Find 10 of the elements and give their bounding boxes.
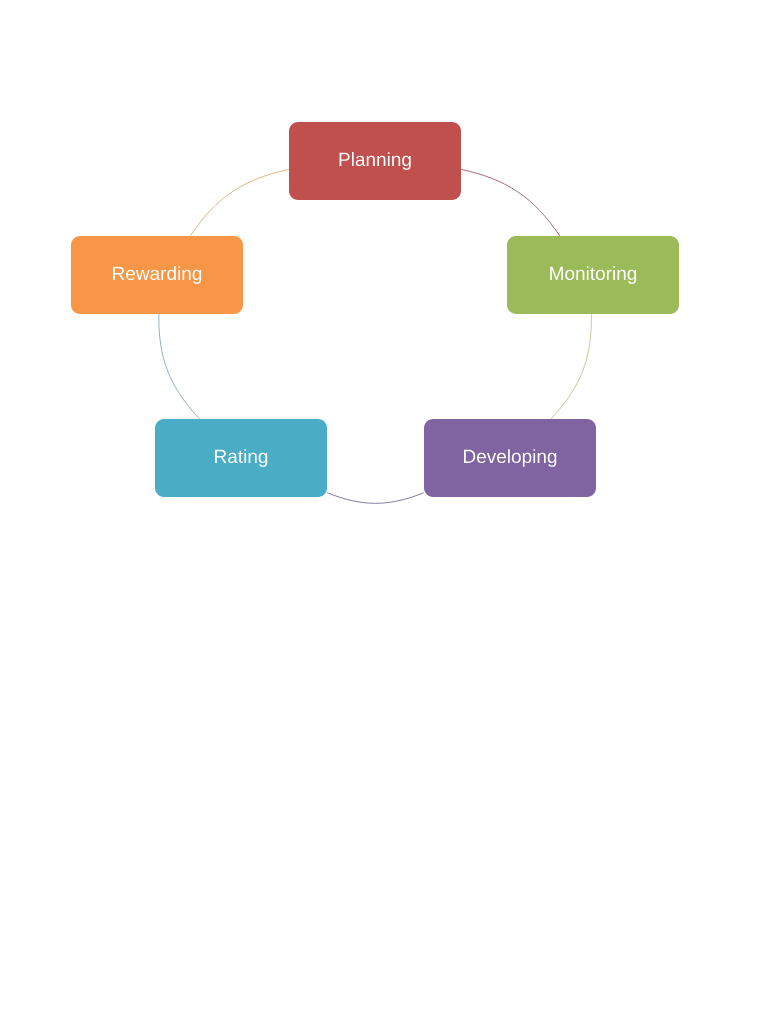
connector-arc: [189, 169, 290, 237]
process-box: Planning: [289, 122, 461, 200]
connector-arc: [460, 169, 561, 237]
connector-arc: [158, 313, 200, 420]
process-box: Developing: [424, 419, 596, 497]
process-box: Rewarding: [71, 236, 243, 314]
process-box: Monitoring: [507, 236, 679, 314]
connector-arc: [550, 313, 592, 420]
process-box: Rating: [155, 419, 327, 497]
connector-arc: [326, 492, 425, 504]
